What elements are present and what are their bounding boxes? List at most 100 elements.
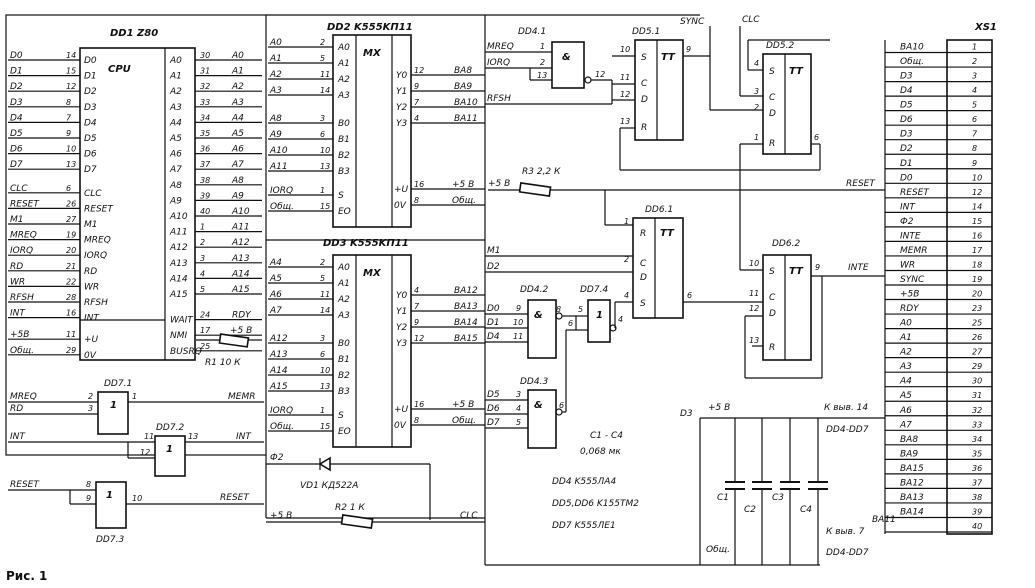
cpu-right-name: A3 bbox=[169, 103, 182, 113]
dd2-pwr-num: 16 bbox=[414, 180, 424, 189]
dd5-1-out-label: SYNC bbox=[680, 17, 705, 27]
dd4-1-pin-0: 1 bbox=[540, 42, 545, 51]
dd4-2-in-2: D4 bbox=[487, 332, 500, 342]
cpu-left-name: CLC bbox=[84, 189, 102, 199]
dd6-1-pin-c: 2 bbox=[624, 255, 629, 264]
cpu-left-ext: +5В bbox=[10, 330, 29, 340]
dd6-2-s: S bbox=[769, 267, 775, 277]
dd2-pwr-num: 8 bbox=[414, 196, 419, 205]
cpu-right-num: 5 bbox=[200, 285, 205, 294]
xs1-pin-signal: D3 bbox=[900, 72, 913, 82]
xs1-pin-signal: A5 bbox=[899, 391, 912, 401]
cpu-left-name: D5 bbox=[84, 134, 97, 144]
dd3-in-name: B3 bbox=[338, 387, 350, 397]
dd6-1-pin-r: 1 bbox=[624, 217, 629, 226]
xs1-pin-signal: RDY bbox=[900, 304, 920, 314]
dd7-3-title: DD7.3 bbox=[96, 535, 124, 545]
cpu-left-ext: D1 bbox=[10, 67, 23, 77]
dd5-1-c: C bbox=[641, 79, 648, 89]
cpu-left-num: 15 bbox=[66, 67, 76, 76]
dd2-out-num: 4 bbox=[414, 114, 419, 123]
cpu-left-num: 7 bbox=[66, 113, 72, 122]
cpu-right-ext: A9 bbox=[231, 191, 244, 201]
dd4-1-pin-1: 2 bbox=[540, 58, 545, 67]
dd3-out-name: Y1 bbox=[396, 307, 407, 317]
dd7-1-symbol: 1 bbox=[110, 400, 117, 411]
cpu-right-num: 38 bbox=[200, 176, 210, 185]
dd5-2-clk: CLC bbox=[742, 15, 760, 25]
gate-dd7-3: 1 DD7.3 RESET RESET 8 9 10 bbox=[8, 480, 264, 545]
xs1-pin-signal: +5B bbox=[900, 290, 919, 300]
xs1-pin-signal: BA13 bbox=[900, 493, 924, 503]
r2-out: CLC bbox=[460, 511, 478, 521]
dd2-in-name: A2 bbox=[337, 75, 350, 85]
dd2-in-name: A0 bbox=[337, 43, 350, 53]
gate-dd7-2: DD7.2 1 INT INT 11 12 13 bbox=[8, 423, 264, 477]
cpu-left-num: 26 bbox=[66, 199, 76, 208]
dd2-title: DD2 K555KП11 bbox=[327, 22, 413, 33]
cpu-right-name: A5 bbox=[169, 134, 182, 144]
dd6-1-s: S bbox=[640, 299, 646, 309]
dd2-body bbox=[332, 34, 412, 228]
cpu-right-name: A13 bbox=[169, 259, 188, 269]
dd6-2-c: C bbox=[769, 293, 776, 303]
dd6-1-d: D bbox=[640, 273, 647, 283]
dd6-1-out-pin: 6 bbox=[687, 291, 692, 300]
xs1-pin-signal: A2 bbox=[899, 348, 912, 358]
xs1-pin-signal: BA9 bbox=[900, 449, 918, 459]
dd2-in-num: 14 bbox=[320, 86, 330, 95]
cpu-left-name: 0V bbox=[84, 351, 97, 361]
xs1-pin-signal: MEMR bbox=[900, 246, 927, 256]
xs1-pin-number: 1 bbox=[972, 43, 977, 52]
dd2-pwr-ext: Общ. bbox=[452, 196, 476, 206]
dd7-1-out-pin: 1 bbox=[132, 392, 137, 401]
cpu-right-ext: A12 bbox=[231, 238, 250, 248]
xs1-pin-signal: INT bbox=[900, 202, 916, 212]
dd7-2-pin-0: 11 bbox=[144, 432, 154, 441]
dd3-in-ext: A6 bbox=[269, 290, 282, 300]
flipflop-dd6-1: DD6.1 TT R C D S 1 2 4 6 M1 D2 bbox=[485, 205, 763, 319]
xs1-pin-number: 18 bbox=[972, 260, 982, 269]
xs1-pin-number: 38 bbox=[972, 493, 982, 502]
vd1-in: Ф2 bbox=[270, 453, 284, 463]
dd5-1-pin-c: 11 bbox=[620, 73, 630, 82]
dd7-1-title: DD7.1 bbox=[104, 379, 132, 389]
dd3-pwr-num: 16 bbox=[414, 400, 424, 409]
cpu-left-name: RFSH bbox=[84, 298, 108, 308]
dd3-in-num: 2 bbox=[320, 258, 325, 267]
cpu-right-name: WAIT bbox=[170, 316, 194, 326]
dd2-in-ext: A0 bbox=[269, 38, 282, 48]
dd2-in-name: B0 bbox=[338, 119, 350, 129]
xs1-pin-signal: WR bbox=[900, 260, 915, 270]
cpu-left-num: 16 bbox=[66, 309, 76, 318]
dd7-4-pin-1: 6 bbox=[568, 319, 573, 328]
dd3-pwr-ext: Общ. bbox=[452, 416, 476, 426]
cpu-left-ext: D4 bbox=[10, 113, 23, 123]
dd2-in-ext: Общ. bbox=[270, 202, 294, 212]
cpu-right-num: 37 bbox=[200, 160, 211, 169]
xs1-pin-signal: D1 bbox=[900, 159, 913, 169]
dd4-3-in-0: D5 bbox=[487, 390, 500, 400]
dd2-out-num: 7 bbox=[414, 98, 420, 107]
dd4-1-pin-2: 13 bbox=[537, 71, 547, 80]
vd1-label: VD1 КД522А bbox=[300, 481, 358, 491]
dd6-2-pin-s: 10 bbox=[749, 259, 759, 268]
dd7-4-pin-0: 5 bbox=[578, 305, 583, 314]
dd7-2-out-label: INT bbox=[236, 432, 252, 442]
dd5-2-c: C bbox=[769, 93, 776, 103]
xs1-pin-number: 27 bbox=[972, 348, 983, 357]
cpu-left-ext: RD bbox=[10, 262, 23, 272]
cpu-right-num: 25 bbox=[200, 342, 210, 351]
xs1-pin-signal: D5 bbox=[900, 101, 913, 111]
dd4-2-symbol: & bbox=[534, 310, 543, 321]
dd2-in-num: 11 bbox=[320, 70, 330, 79]
cpu-left-num: 22 bbox=[66, 277, 76, 286]
dd5-2-label: TT bbox=[789, 66, 804, 77]
dd3-in-name: S bbox=[338, 411, 344, 421]
dd5-2-pin-d: 2 bbox=[754, 103, 759, 112]
xs1-pin-number: 17 bbox=[972, 246, 983, 255]
cpu-right-name: A14 bbox=[169, 274, 188, 284]
dd4-3-pin-2: 5 bbox=[516, 418, 521, 427]
